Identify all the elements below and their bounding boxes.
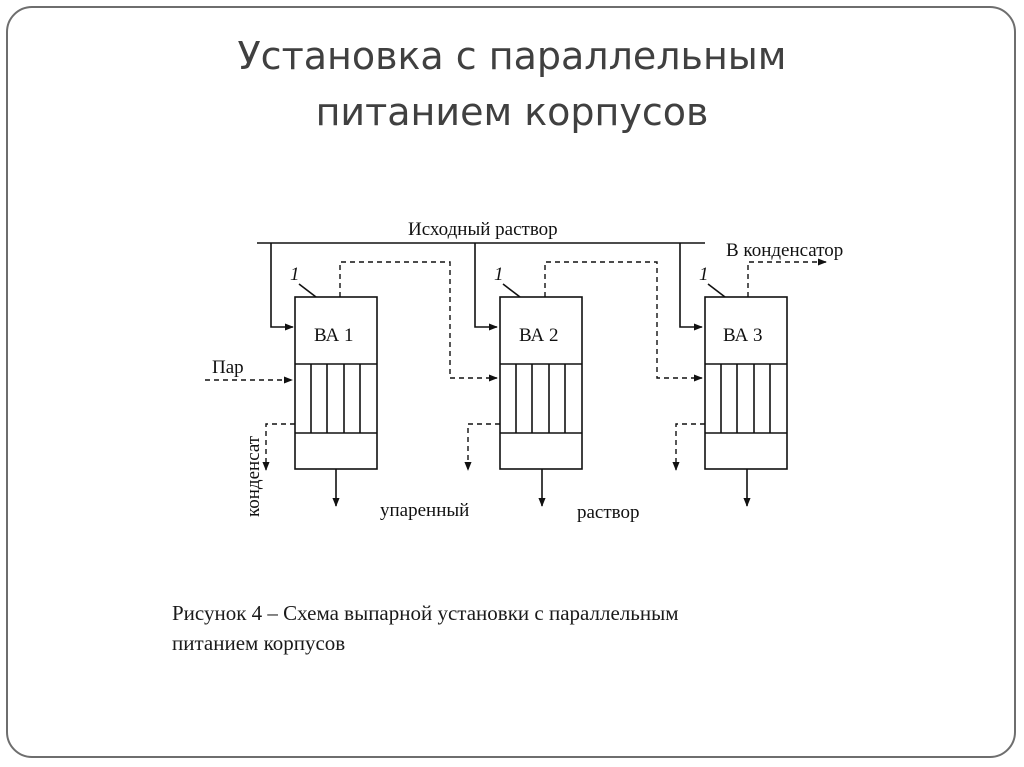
- title-line-2: питанием корпусов: [315, 90, 709, 134]
- callout-number-2: 1: [494, 264, 504, 285]
- callout-number-1: 1: [290, 264, 300, 285]
- unit-1-label: ВА 1: [314, 325, 353, 346]
- condensate-outlet-2: [464, 423, 500, 471]
- condensate-outlet-1: [262, 423, 295, 471]
- product-label-right: раствор: [577, 502, 640, 523]
- callout-leader-2: [502, 283, 521, 298]
- evaporator-unit-3: [704, 296, 788, 470]
- vapor-line-condenser: [747, 258, 827, 297]
- feed-line-1: [270, 243, 294, 331]
- slide-title: Установка с параллельным питанием корпус…: [0, 28, 1024, 140]
- vapor-line-1-2: [339, 261, 498, 382]
- evaporator-unit-2: [499, 296, 583, 470]
- callout-number-3: 1: [699, 264, 709, 285]
- slide-frame: [6, 6, 1016, 758]
- vapor-line-2-3: [544, 261, 703, 382]
- figure-caption: Рисунок 4 – Схема выпарной установки с п…: [172, 598, 679, 658]
- evaporator-unit-1: [294, 296, 378, 470]
- unit-2-label: ВА 2: [519, 325, 558, 346]
- caption-line-1: Рисунок 4 – Схема выпарной установки с п…: [172, 601, 679, 625]
- unit-3-label: ВА 3: [723, 325, 762, 346]
- condenser-label: В конденсатор: [726, 240, 843, 261]
- product-label-left: упаренный: [380, 500, 469, 521]
- callout-leader-1: [298, 283, 317, 298]
- feed-line-3: [679, 243, 703, 331]
- steam-label: Пар: [212, 357, 244, 378]
- condensate-label: конденсат: [243, 435, 264, 517]
- feed-line-2: [474, 243, 498, 331]
- condensate-outlet-3: [672, 423, 705, 471]
- caption-line-2: питанием корпусов: [172, 631, 346, 655]
- title-line-1: Установка с параллельным: [237, 34, 787, 78]
- feed-label: Исходный раствор: [408, 219, 558, 240]
- callout-leader-3: [707, 283, 726, 298]
